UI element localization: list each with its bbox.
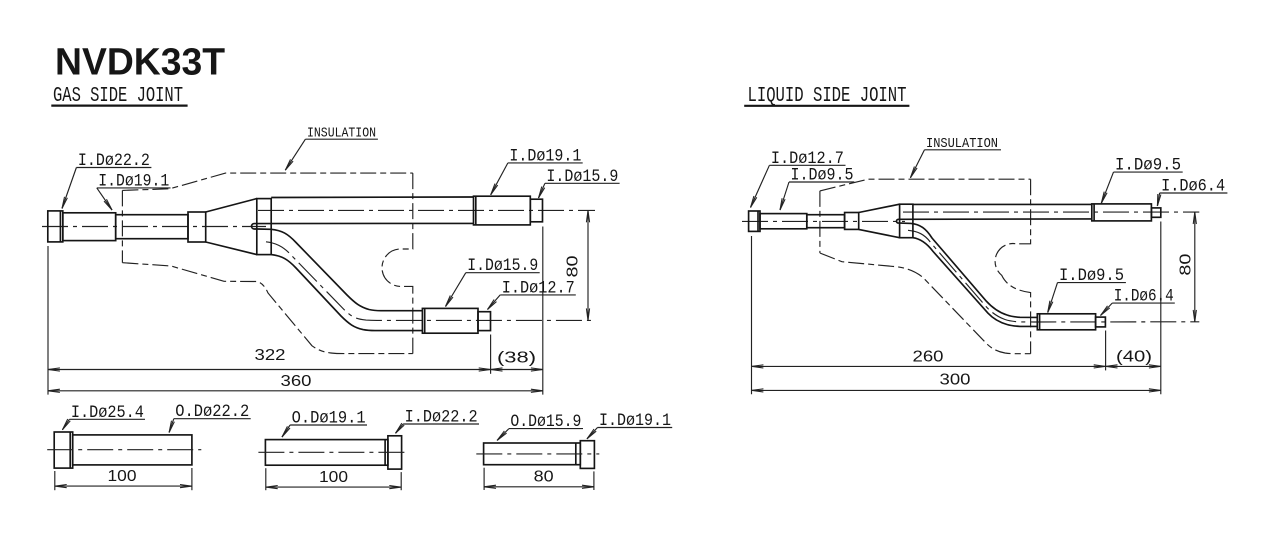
svg-text:INSULATION: INSULATION	[926, 137, 998, 152]
svg-text:100: 100	[319, 469, 348, 486]
svg-text:I.Dø12.7: I.Dø12.7	[771, 149, 844, 169]
svg-text:I.Dø9.5: I.Dø9.5	[1115, 156, 1181, 176]
svg-text:260: 260	[913, 348, 944, 365]
svg-text:I.Dø25.4: I.Dø25.4	[71, 403, 144, 423]
svg-text:I.Dø19.1: I.Dø19.1	[98, 171, 169, 191]
svg-text:80: 80	[534, 469, 554, 486]
svg-text:O.Dø15.9: O.Dø15.9	[510, 412, 581, 432]
svg-text:300: 300	[940, 371, 971, 388]
svg-text:I.Dø12.7: I.Dø12.7	[502, 278, 575, 298]
svg-text:I.Dø19.1: I.Dø19.1	[599, 411, 671, 431]
svg-text:INSULATION: INSULATION	[307, 127, 376, 142]
svg-text:LIQUID SIDE JOINT: LIQUID SIDE JOINT	[748, 84, 907, 108]
svg-text:I.Dø6.4: I.Dø6.4	[1114, 287, 1174, 307]
svg-text:O.Dø19.1: O.Dø19.1	[292, 409, 366, 429]
svg-text:I.Dø15.9: I.Dø15.9	[546, 167, 618, 187]
svg-text:100: 100	[108, 468, 137, 485]
svg-text:I.Dø9.5: I.Dø9.5	[791, 166, 854, 186]
svg-text:I.Dø15.9: I.Dø15.9	[467, 256, 538, 276]
svg-text:I.Dø22.2: I.Dø22.2	[405, 408, 478, 428]
svg-text:(40): (40)	[1116, 348, 1152, 365]
svg-text:322: 322	[255, 347, 286, 364]
svg-text:O.Dø22.2: O.Dø22.2	[175, 402, 249, 422]
svg-text:I.Dø9.5: I.Dø9.5	[1059, 266, 1124, 286]
svg-text:I.Dø22.2: I.Dø22.2	[78, 151, 150, 171]
svg-text:(38): (38)	[497, 349, 536, 366]
svg-text:I.Dø6.4: I.Dø6.4	[1161, 177, 1225, 197]
svg-text:GAS SIDE JOINT: GAS SIDE JOINT	[53, 84, 183, 108]
svg-text:I.Dø19.1: I.Dø19.1	[509, 146, 581, 166]
svg-text:80: 80	[1178, 253, 1195, 275]
svg-text:NVDK33T: NVDK33T	[55, 42, 225, 84]
svg-text:80: 80	[565, 255, 582, 277]
svg-text:360: 360	[281, 373, 312, 390]
